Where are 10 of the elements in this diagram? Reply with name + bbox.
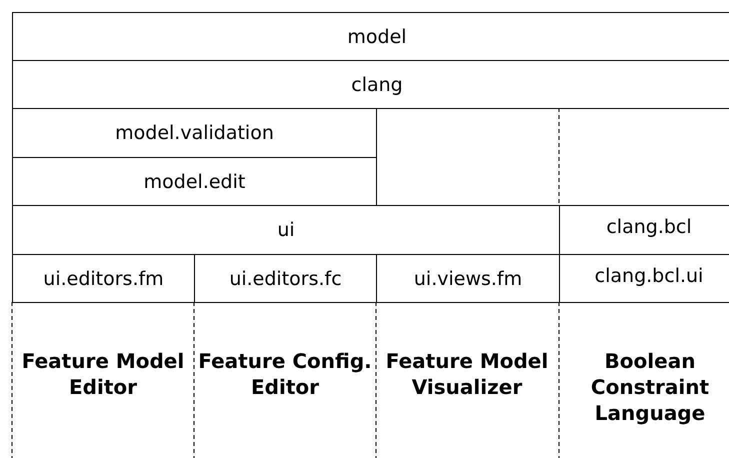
layer-box: clang bbox=[12, 60, 729, 109]
column-title: Boolean Constraint Language bbox=[590, 348, 710, 426]
column-title: Feature Model Editor bbox=[20, 348, 186, 400]
layer-box: ui bbox=[12, 205, 560, 255]
layer-box: model.validation bbox=[12, 108, 377, 158]
column-title: Feature Config. Editor bbox=[197, 348, 373, 400]
package-box: ui.editors.fm bbox=[12, 254, 195, 303]
column-title: Feature Model Visualizer bbox=[384, 348, 550, 400]
layer-box: model.edit bbox=[12, 157, 377, 206]
layer-box: model bbox=[12, 12, 729, 61]
